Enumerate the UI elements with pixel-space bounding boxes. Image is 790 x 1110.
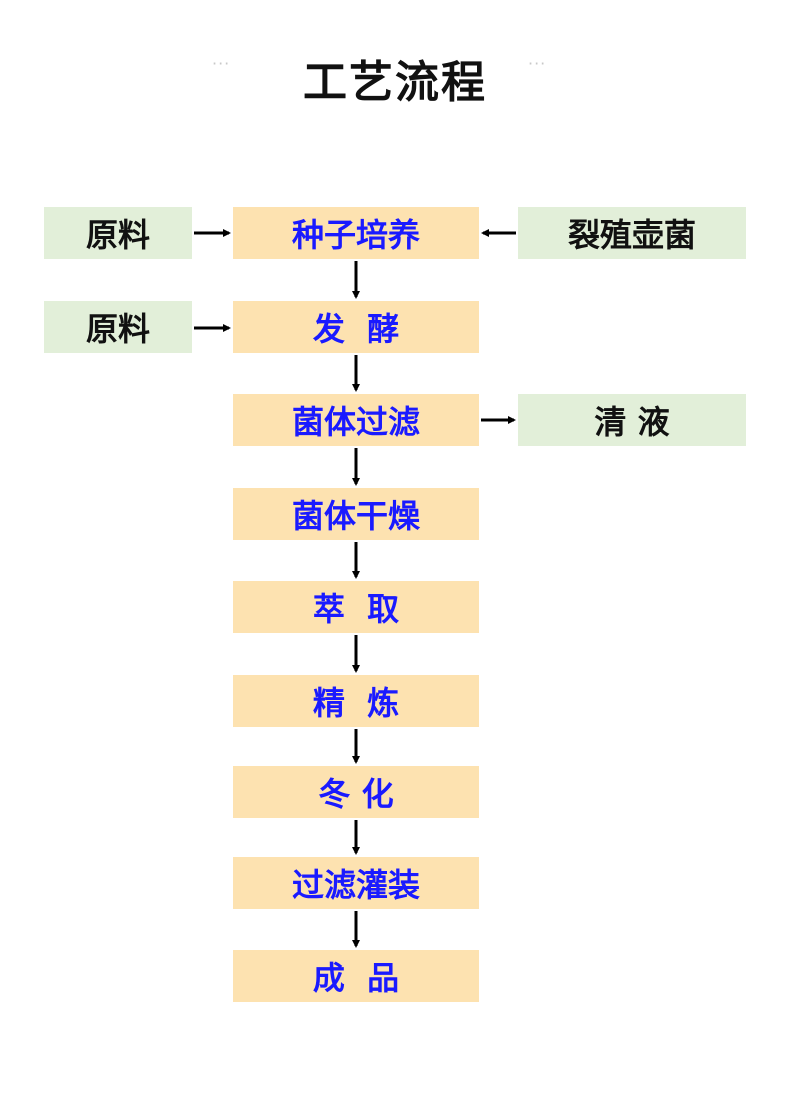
step-biomass-drying: 菌体干燥 bbox=[233, 488, 479, 540]
input-strain: 裂殖壶菌 bbox=[518, 207, 746, 259]
input-raw-material-1: 原料 bbox=[44, 207, 192, 259]
page-title: 工艺流程 bbox=[303, 57, 487, 108]
step-biomass-filtration: 菌体过滤 bbox=[233, 394, 479, 446]
title-left-ornament: ··· bbox=[212, 54, 231, 73]
title-right-ornament: ··· bbox=[528, 54, 547, 73]
step-extraction: 萃 取 bbox=[233, 581, 479, 633]
step-fermentation: 发 酵 bbox=[233, 301, 479, 353]
title-row: ··· 工艺流程 ··· bbox=[0, 38, 790, 108]
step-winterization: 冬 化 bbox=[233, 766, 479, 818]
step-seed-culture: 种子培养 bbox=[233, 207, 479, 259]
output-clear-liquid: 清 液 bbox=[518, 394, 746, 446]
input-raw-material-2: 原料 bbox=[44, 301, 192, 353]
step-finished-product: 成 品 bbox=[233, 950, 479, 1002]
step-refining: 精 炼 bbox=[233, 675, 479, 727]
step-filtration-filling: 过滤灌装 bbox=[233, 857, 479, 909]
